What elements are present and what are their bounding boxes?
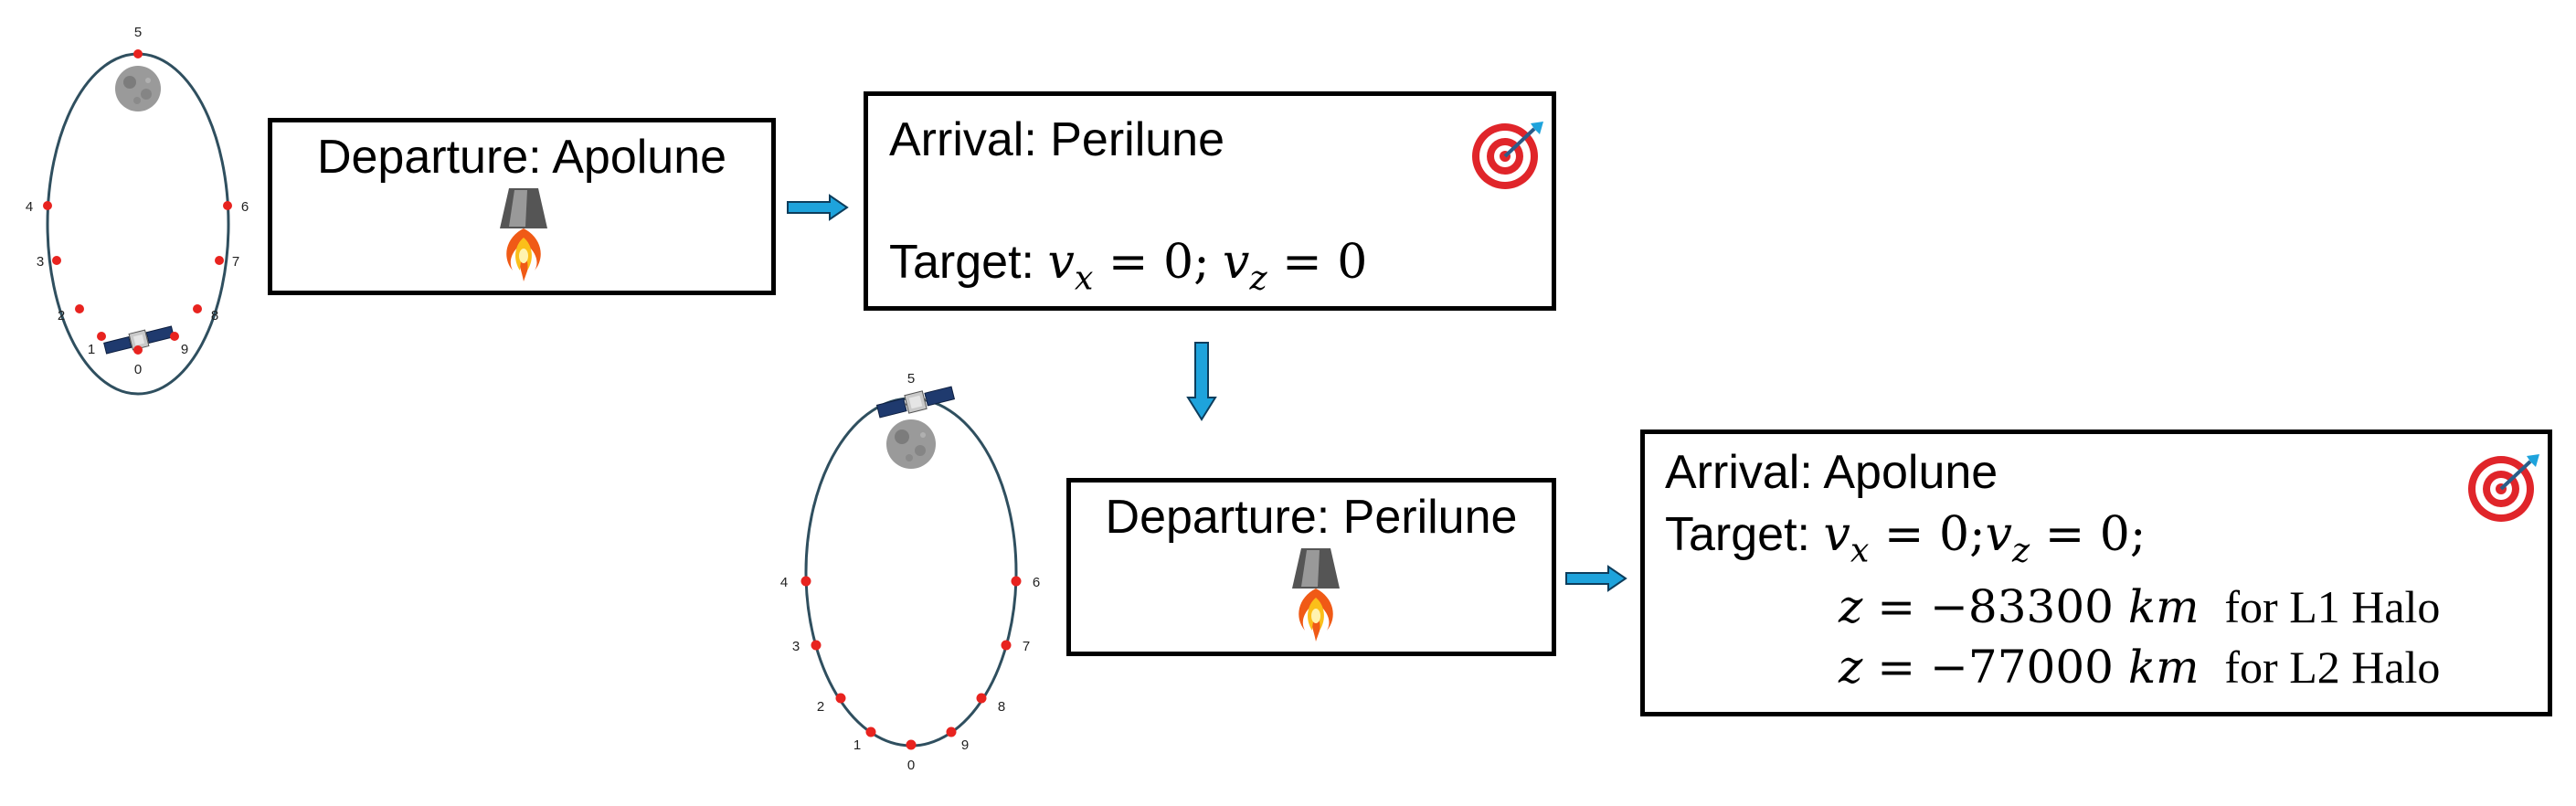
- vx-subscript: x: [1074, 258, 1094, 298]
- orbit-label: 9: [181, 342, 188, 357]
- box-title: Departure: Perilune: [1105, 491, 1518, 544]
- orbit-point: [75, 304, 84, 313]
- vx-subscript: x: [1850, 530, 1870, 570]
- orbit-label: 3: [37, 254, 44, 270]
- orbit-point: [97, 332, 106, 341]
- z-note: for L1 Halo: [2224, 581, 2441, 632]
- orbit-point: [811, 640, 822, 651]
- z-unit: km: [2127, 580, 2200, 633]
- vz-subscript: z: [1249, 258, 1267, 298]
- orbit-label: 2: [817, 699, 824, 715]
- orbit-point: [133, 49, 143, 58]
- satellite-icon: [103, 325, 175, 355]
- thruster-icon: [500, 188, 547, 281]
- target-icon: [1472, 122, 1543, 189]
- orbit-point: [946, 726, 957, 737]
- orbit-label: 6: [241, 199, 249, 215]
- orbit-label: 1: [88, 342, 95, 357]
- z-target-l1: z = −83300 km for L1 Halo: [1839, 580, 2440, 633]
- orbit-point: [215, 256, 224, 265]
- orbit-point: [133, 345, 143, 355]
- orbit-point: [223, 201, 232, 210]
- orbit-diagram-1: 5 4 6 3 7 2 8 1 9 0: [26, 25, 249, 396]
- arrow-down-icon: [1186, 342, 1217, 421]
- target-label: Target:: [1665, 508, 1810, 561]
- orbit-label: 5: [134, 25, 142, 40]
- target-icon: [2468, 454, 2539, 522]
- orbit-label: 4: [780, 575, 788, 590]
- orbit-points: [800, 576, 1022, 750]
- orbit-label: 0: [907, 758, 915, 773]
- orbit-label: 8: [998, 699, 1005, 715]
- departure-apolune-box: Departure: Apolune: [268, 118, 776, 295]
- box-title: Arrival: Apolune: [1665, 446, 1998, 499]
- orbit-point: [43, 201, 52, 210]
- orbit-point: [835, 693, 846, 704]
- arrow-right-icon: [787, 194, 849, 221]
- orbit-point: [193, 304, 202, 313]
- vx-symbol: v: [1047, 235, 1075, 290]
- orbit-label: 5: [907, 371, 915, 387]
- moon-icon: [886, 419, 936, 469]
- arrival-apolune-box: Arrival: Apolune Target: vx = 0;vz = 0; …: [1640, 430, 2552, 716]
- vz-symbol: v: [1223, 235, 1250, 290]
- z-note: for L2 Halo: [2224, 642, 2441, 693]
- orbit-label: 9: [961, 737, 969, 753]
- orbit-point: [906, 739, 917, 750]
- orbit-label: 1: [853, 737, 861, 753]
- vx-symbol: v: [1823, 507, 1850, 562]
- departure-perilune-box: Departure: Perilune: [1066, 478, 1556, 656]
- orbit-label: 4: [26, 199, 33, 215]
- moon-icon: [115, 66, 161, 111]
- orbit-label: 7: [1023, 639, 1030, 654]
- orbit-label: 8: [211, 308, 218, 323]
- thruster-icon: [1292, 548, 1340, 642]
- vz-subscript: z: [2011, 530, 2030, 570]
- z-symbol: z: [1839, 580, 1863, 633]
- target-equation: Target: vx = 0;vz = 0;: [1665, 507, 2146, 570]
- orbit-points: [43, 49, 232, 355]
- orbit-label: 2: [58, 308, 65, 323]
- vz-equation: = 0;: [2030, 507, 2147, 562]
- vz-equation: = 0: [1267, 235, 1368, 290]
- orbit-diagram-2: 5 4 6 3 7 2 8 1 9 0: [780, 371, 1040, 773]
- orbit-point: [170, 332, 179, 341]
- z-value: = −83300: [1862, 580, 2128, 633]
- z-unit: km: [2127, 641, 2200, 694]
- box-title: Arrival: Perilune: [889, 113, 1225, 166]
- orbit-point: [976, 693, 987, 704]
- arrival-perilune-box: Arrival: Perilune Target: vx = 0; vz = 0: [864, 91, 1556, 311]
- orbit-point: [800, 576, 811, 587]
- orbit-point: [865, 726, 876, 737]
- orbit-label: 7: [232, 254, 239, 270]
- target-label: Target:: [889, 236, 1034, 289]
- arrow-right-icon: [1565, 565, 1627, 592]
- orbit-point: [52, 256, 61, 265]
- z-symbol: z: [1839, 641, 1863, 694]
- orbit-point: [1001, 640, 1012, 651]
- vx-equation: = 0;: [1869, 507, 1986, 562]
- orbit-point: [1011, 576, 1022, 587]
- vz-symbol: v: [1985, 507, 2012, 562]
- satellite-icon: [875, 386, 956, 419]
- z-value: = −77000: [1862, 641, 2128, 694]
- orbit-label: 0: [134, 362, 142, 377]
- box-title: Departure: Apolune: [316, 131, 727, 184]
- target-equation: Target: vx = 0; vz = 0: [889, 235, 1367, 298]
- orbit-label: 3: [792, 639, 800, 654]
- vx-equation: = 0;: [1093, 235, 1210, 290]
- z-target-l2: z = −77000 km for L2 Halo: [1839, 641, 2440, 694]
- orbit-label: 6: [1033, 575, 1040, 590]
